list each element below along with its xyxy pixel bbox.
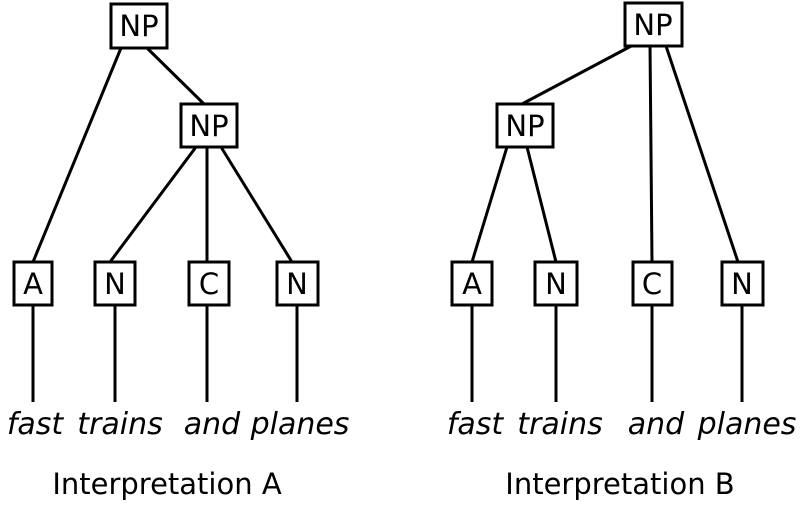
node-box-leaf-n1 xyxy=(533,260,579,307)
word-and: and xyxy=(184,407,241,442)
edge-inner-to-leaf-n1 xyxy=(108,146,198,263)
node-label-leaf-c: C xyxy=(642,267,662,301)
edge-root-to-leaf-a xyxy=(31,47,123,263)
edge-root-to-inner-np xyxy=(521,42,636,106)
node-label-leaf-a: A xyxy=(23,267,43,301)
caption-interpretation-b: Interpretation B xyxy=(505,467,734,501)
edge-root-to-leaf-n2 xyxy=(663,42,740,263)
node-box-leaf-n2 xyxy=(275,260,320,307)
node-box-leaf-n1 xyxy=(93,260,137,307)
word-planes: planes xyxy=(250,407,350,442)
node-label-leaf-n2: N xyxy=(286,267,308,301)
tree-interpretation-a: NP NP A N C N fast trains and planes Int… xyxy=(7,2,350,501)
node-box-root-np xyxy=(109,2,169,50)
word-fast: fast xyxy=(7,407,65,442)
node-label-inner-np: NP xyxy=(189,109,228,143)
word-planes: planes xyxy=(697,407,797,442)
node-label-root-np: NP xyxy=(119,9,158,43)
word-trains: trains xyxy=(77,407,162,442)
tree-interpretation-b: NP NP A N C N fast trains and planes Int… xyxy=(447,1,797,501)
word-trains: trains xyxy=(517,407,602,442)
node-label-leaf-n2: N xyxy=(731,267,753,301)
node-box-leaf-c xyxy=(631,260,674,307)
edge-inner-to-leaf-n2 xyxy=(219,146,294,263)
edge-inner-to-leaf-n1 xyxy=(525,146,558,263)
node-label-leaf-n1: N xyxy=(545,267,567,301)
node-label-inner-np: NP xyxy=(505,109,544,143)
node-box-leaf-a xyxy=(450,260,494,307)
word-fast: fast xyxy=(447,407,505,442)
node-box-leaf-c xyxy=(187,260,231,307)
word-and: and xyxy=(628,407,685,442)
node-box-inner-np xyxy=(179,102,239,149)
caption-interpretation-a: Interpretation A xyxy=(52,467,282,501)
node-box-leaf-n2 xyxy=(720,260,765,307)
edge-root-to-inner-np xyxy=(145,46,206,106)
node-label-leaf-c: C xyxy=(199,267,219,301)
node-box-leaf-a xyxy=(12,260,54,307)
edge-inner-to-leaf-a xyxy=(470,146,509,263)
edge-root-to-leaf-c xyxy=(648,42,654,263)
node-box-inner-np xyxy=(495,102,555,149)
node-box-root-np xyxy=(623,1,684,48)
node-label-leaf-a: A xyxy=(462,267,482,301)
node-label-leaf-n1: N xyxy=(104,267,126,301)
node-label-root-np: NP xyxy=(633,8,672,42)
